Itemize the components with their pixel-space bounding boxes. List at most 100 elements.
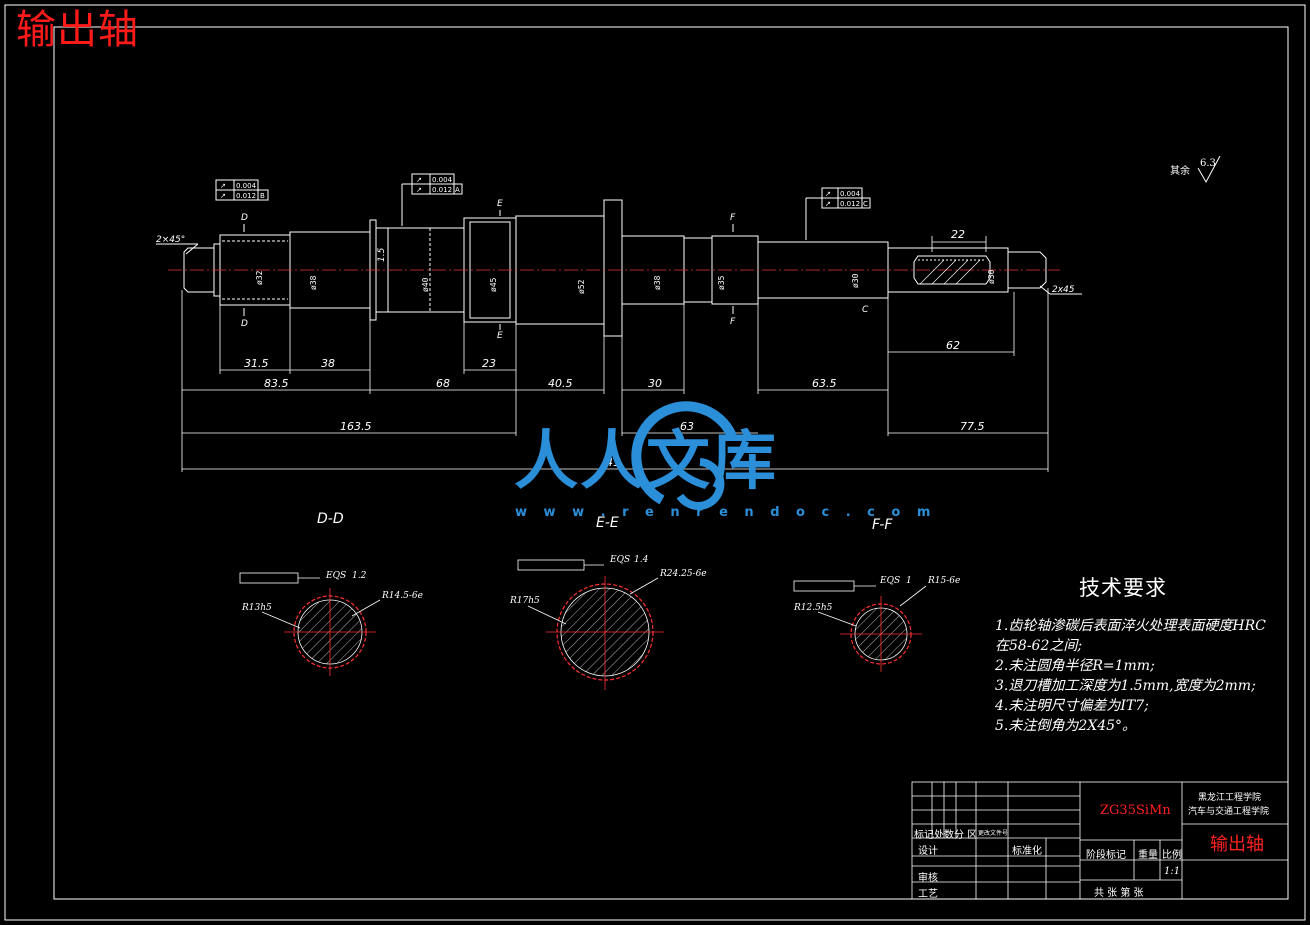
svg-text:ø38: ø38 xyxy=(309,275,318,290)
svg-text:ø40: ø40 xyxy=(421,277,430,292)
title-block-school-1: 黑龙江工程学院 xyxy=(1198,793,1262,803)
svg-text:2×45°: 2×45° xyxy=(156,235,185,245)
svg-text:ø32: ø32 xyxy=(255,270,264,285)
title-block-process: 工艺 xyxy=(918,889,938,900)
section-label-f: F-F xyxy=(872,517,893,533)
svg-text:R13h5: R13h5 xyxy=(241,603,272,613)
title-block-change-doc: 更改文件号 xyxy=(978,830,1009,837)
title-block-review: 审核 xyxy=(918,873,938,884)
svg-text:0.012: 0.012 xyxy=(840,200,860,208)
svg-text:77.5: 77.5 xyxy=(960,420,985,433)
outer-border xyxy=(4,4,1306,921)
key-slot-hatch xyxy=(919,259,981,285)
inner-border xyxy=(53,26,1289,900)
watermark-logo xyxy=(631,401,737,510)
tolerance-frame-b: ↗ 0.004 ↗ 0.012 B xyxy=(215,179,269,201)
svg-text:B: B xyxy=(260,192,265,200)
svg-text:↗: ↗ xyxy=(825,190,831,198)
svg-text:C: C xyxy=(863,200,868,208)
svg-text:EQS: EQS xyxy=(609,555,630,565)
section-marks: D D E E F F C xyxy=(241,199,869,341)
svg-text:ø52: ø52 xyxy=(577,279,586,294)
svg-text:40.5: 40.5 xyxy=(548,377,573,390)
svg-text:E: E xyxy=(497,199,503,209)
section-f xyxy=(840,596,922,672)
title-block xyxy=(911,781,1289,900)
drawing-title: 输出轴 xyxy=(16,7,139,53)
svg-text:F: F xyxy=(730,213,736,223)
svg-text:22: 22 xyxy=(951,228,965,241)
svg-text:F: F xyxy=(730,317,736,327)
svg-text:63.5: 63.5 xyxy=(812,377,837,390)
tech-req-line: 1.齿轮轴渗碳后表面淬火处理表面硬度HRC xyxy=(995,618,1266,634)
svg-text:↗: ↗ xyxy=(220,192,226,200)
svg-text:R15-6e: R15-6e xyxy=(927,576,960,586)
svg-text:30: 30 xyxy=(648,377,662,390)
title-block-row-marks: 标记处数分 区 xyxy=(914,830,978,841)
shaft-outline xyxy=(168,199,1060,337)
surface-finish-value: 6.3 xyxy=(1200,158,1216,169)
svg-text:C: C xyxy=(862,305,869,315)
chamfer-callouts: 2×45° 2x45 xyxy=(156,235,1082,295)
title-block-scale-label: 比例 xyxy=(1162,850,1182,861)
svg-text:83.5: 83.5 xyxy=(264,377,289,390)
dimension-values: 31.5 38 23 83.5 68 40.5 30 63.5 163.5 63… xyxy=(244,228,985,469)
tolerance-frame-c: ↗ 0.004 ↗ 0.012 C xyxy=(805,187,871,240)
tech-req-line: 5.未注倒角为2X45°。 xyxy=(995,718,1137,734)
section-e xyxy=(546,576,664,690)
tolerance-frame-a: ↗ 0.004 ↗ 0.012 A xyxy=(401,173,463,226)
svg-text:A: A xyxy=(455,186,460,194)
diameter-labels: ø32 ø38 ø40 ø45 ø52 ø38 ø35 ø30 ø30 xyxy=(255,269,996,294)
section-label-d: D-D xyxy=(317,511,344,527)
title-block-sheets: 共 张 第 张 xyxy=(1094,888,1144,899)
svg-text:ø45: ø45 xyxy=(489,277,498,292)
svg-text:ø38: ø38 xyxy=(653,275,662,290)
svg-text:↗: ↗ xyxy=(416,176,422,184)
svg-text:R24.25-6e: R24.25-6e xyxy=(659,569,707,579)
section-callouts: EQS 1.2 R13h5 R14.5-6e EQS 1.4 R17h5 R24… xyxy=(239,555,960,629)
svg-text:41: 41 xyxy=(606,456,620,469)
technical-requirements: 技术要求 1.齿轮轴渗碳后表面淬火处理表面硬度HRC 在58-62之间; 2.未… xyxy=(995,572,1295,736)
svg-text:62: 62 xyxy=(946,339,960,352)
svg-text:0.004: 0.004 xyxy=(236,182,257,190)
svg-text:23: 23 xyxy=(482,357,496,370)
tech-req-title: 技术要求 xyxy=(1079,576,1167,600)
svg-text:R17h5: R17h5 xyxy=(509,596,540,606)
svg-text:68: 68 xyxy=(436,377,450,390)
title-block-design: 设计 xyxy=(918,846,938,857)
svg-text:0.012: 0.012 xyxy=(236,192,256,200)
svg-text:63: 63 xyxy=(680,420,694,433)
surface-finish-label: 其余 xyxy=(1170,164,1190,177)
title-block-material: ZG35SiMn xyxy=(1100,803,1171,818)
title-block-standardize: 标准化 xyxy=(1012,846,1042,857)
watermark-url: w w w . r e n r e n d o c . c o m xyxy=(515,505,937,520)
title-block-weight: 重量 xyxy=(1138,850,1158,861)
svg-text:0.004: 0.004 xyxy=(432,176,453,184)
svg-text:EQS: EQS xyxy=(879,576,900,586)
dimension-lines xyxy=(181,236,1049,472)
title-block-stage-mark: 阶段标记 xyxy=(1086,850,1126,861)
title-block-part-name: 输出轴 xyxy=(1210,834,1264,855)
svg-text:R14.5-6e: R14.5-6e xyxy=(381,591,423,601)
svg-text:ø30: ø30 xyxy=(987,269,996,284)
svg-text:38: 38 xyxy=(321,357,335,370)
tech-req-line: 2.未注圆角半径R=1mm; xyxy=(995,658,1155,674)
svg-text:1.5: 1.5 xyxy=(377,247,387,262)
svg-text:0.012: 0.012 xyxy=(432,186,452,194)
svg-text:0.004: 0.004 xyxy=(840,190,861,198)
title-block-school-2: 汽车与交通工程学院 xyxy=(1188,807,1270,817)
svg-text:↗: ↗ xyxy=(416,186,422,194)
svg-text:↗: ↗ xyxy=(825,200,831,208)
svg-text:1.4: 1.4 xyxy=(634,555,649,565)
svg-text:1.2: 1.2 xyxy=(352,571,367,581)
svg-text:ø35: ø35 xyxy=(717,275,726,290)
watermark-chars: 人人文库 xyxy=(514,425,778,499)
tech-req-line: 4.未注明尺寸偏差为IT7; xyxy=(995,698,1149,714)
svg-text:D: D xyxy=(241,319,248,329)
svg-text:ø30: ø30 xyxy=(851,273,860,288)
section-d xyxy=(284,588,376,676)
svg-text:R12.5h5: R12.5h5 xyxy=(793,603,833,613)
svg-text:1: 1 xyxy=(906,576,912,586)
svg-text:163.5: 163.5 xyxy=(340,420,372,433)
